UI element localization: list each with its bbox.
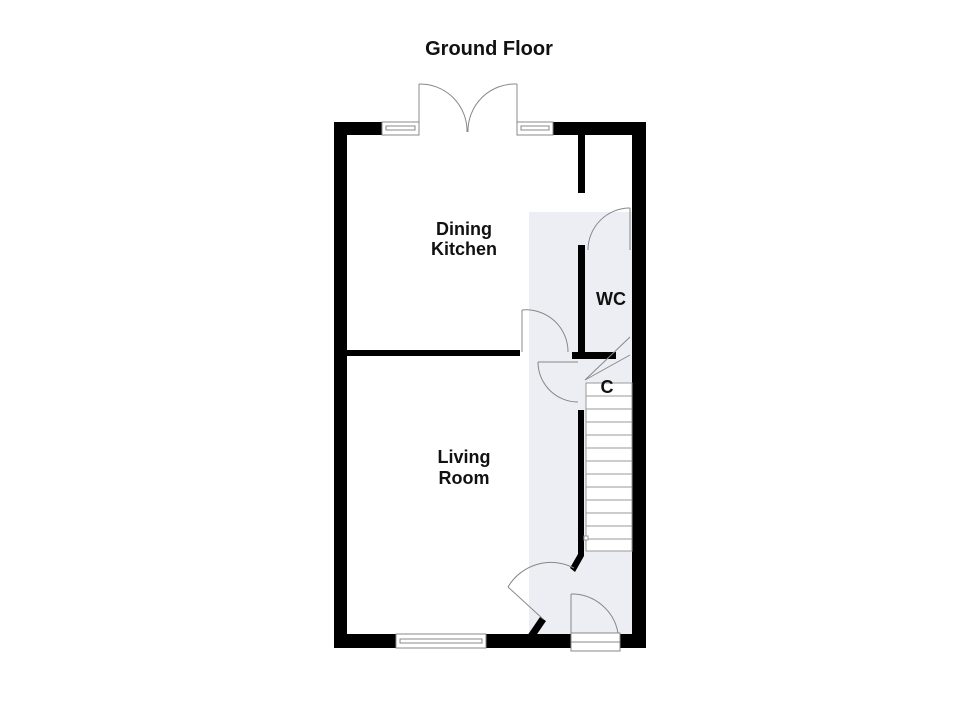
outer-walls bbox=[334, 122, 646, 648]
living-room-door bbox=[537, 361, 579, 403]
floor-title: Ground Floor bbox=[425, 38, 553, 60]
internal-walls bbox=[347, 135, 616, 640]
front-door bbox=[570, 593, 621, 652]
kitchen-door bbox=[521, 309, 569, 353]
window-bottom bbox=[395, 633, 487, 649]
window-top-right bbox=[516, 121, 554, 136]
room-label-wc: WC bbox=[596, 289, 626, 309]
room-label-room: Room bbox=[439, 468, 490, 488]
hall-door bbox=[507, 561, 575, 620]
staircase bbox=[583, 382, 633, 552]
wc-door bbox=[587, 207, 631, 251]
french-doors bbox=[418, 83, 518, 133]
cupboard-door bbox=[584, 336, 631, 381]
room-label-kitchen: Kitchen bbox=[431, 239, 497, 259]
room-label-living: Living bbox=[438, 447, 491, 467]
window-top-left bbox=[381, 121, 420, 136]
room-label-dining: Dining bbox=[436, 219, 492, 239]
room-label-cupboard: C bbox=[601, 377, 614, 397]
